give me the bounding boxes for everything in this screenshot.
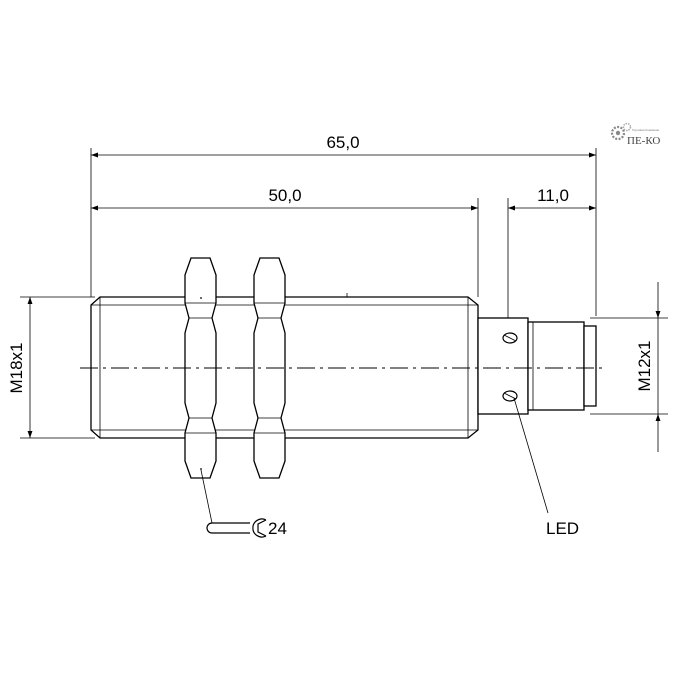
connector-length-label: 11,0 (537, 186, 569, 205)
led-callout: LED (513, 397, 579, 538)
body-length-label: 50,0 (268, 186, 301, 205)
gear-icon (610, 122, 632, 141)
logo-tagline: Торговая Компания (632, 128, 659, 132)
company-logo: Торговая Компания ПЕ-КО (610, 122, 660, 147)
wrench-icon (206, 518, 267, 538)
overall-length-label: 65,0 (326, 133, 359, 152)
wrench-size-label: 24 (268, 519, 287, 538)
logo-text: ПЕ-КО (627, 135, 660, 147)
sensor-body (90, 293, 597, 439)
body-thread-label: M18x1 (7, 342, 26, 393)
connector-thread-label: M12x1 (635, 340, 654, 391)
led-label: LED (546, 519, 579, 538)
dimension-lines (20, 148, 668, 452)
hex-nut-1 (184, 257, 217, 479)
wrench-callout: 24 (200, 469, 287, 538)
